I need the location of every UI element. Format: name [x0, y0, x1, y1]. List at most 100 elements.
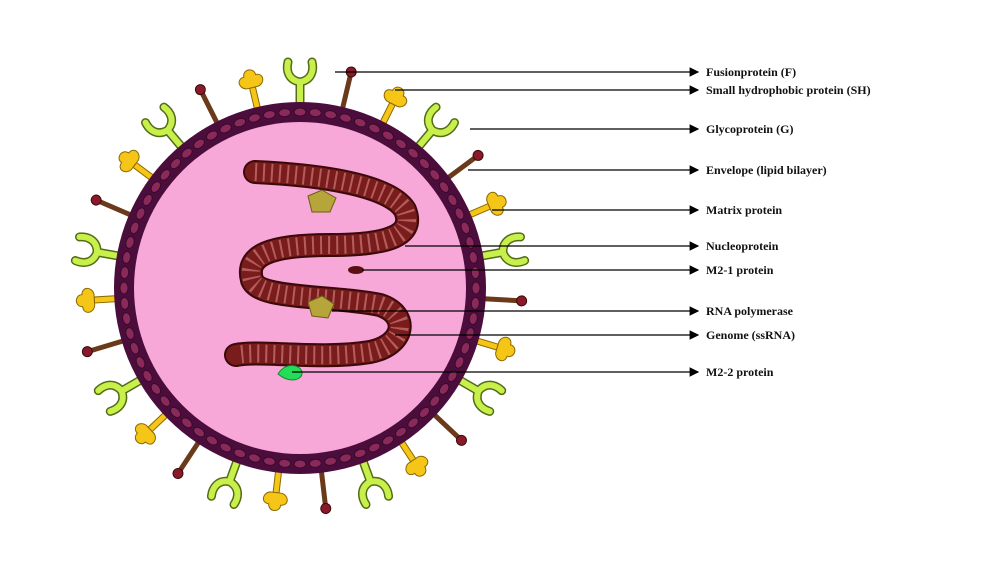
matrix-protein-bead — [181, 417, 193, 429]
matrix-protein-bead — [381, 130, 395, 141]
m2-1-protein — [348, 266, 364, 274]
fusion-protein-spike — [454, 375, 507, 416]
matrix-protein-bead — [129, 341, 140, 355]
matrix-protein-bead — [395, 426, 407, 438]
label-nucleoprotein: Nucleoprotein — [706, 239, 779, 253]
matrix-protein-bead — [429, 169, 441, 181]
glyco-protein-spike — [379, 86, 408, 126]
matrix-protein-bead — [159, 395, 171, 407]
matrix-protein-bead — [205, 130, 219, 141]
matrix-protein-bead — [468, 250, 478, 264]
matrix-protein-bead — [395, 138, 407, 150]
sh-protein-spike — [483, 295, 528, 307]
matrix-protein-bead — [122, 250, 132, 264]
matrix-protein-bead — [339, 453, 352, 463]
label-glycoprotein-g: Glycoprotein (G) — [706, 122, 794, 136]
matrix-protein-bead — [447, 369, 458, 383]
matrix-protein-bead — [278, 108, 292, 118]
matrix-protein-bead — [465, 236, 475, 249]
matrix-protein-bead — [353, 448, 367, 459]
fusion-protein-spike — [70, 232, 124, 267]
matrix-protein-bead — [150, 383, 162, 395]
label-genome-ssrna: Genome (ssRNA) — [706, 328, 795, 342]
matrix-protein-bead — [159, 169, 171, 181]
sh-protein-spike — [194, 84, 220, 125]
matrix-protein-bead — [193, 138, 205, 150]
matrix-protein-bead — [418, 406, 431, 419]
matrix-protein-bead — [454, 356, 465, 369]
matrix-protein-bead — [460, 341, 471, 355]
label-envelope-lipid-bilayer: Envelope (lipid bilayer) — [706, 163, 827, 177]
matrix-protein-bead — [293, 459, 307, 469]
matrix-protein-bead — [150, 181, 162, 193]
glyco-protein-spike — [134, 411, 169, 445]
matrix-protein-bead — [135, 207, 146, 220]
matrix-protein-bead — [262, 456, 276, 466]
label-small-hydrophobic-protein-sh: Small hydrophobic protein (SH) — [706, 83, 871, 97]
fusion-protein-spike — [476, 232, 530, 267]
matrix-protein-bead — [438, 383, 450, 395]
sh-protein-spike — [446, 149, 484, 181]
matrix-protein-bead — [193, 426, 205, 438]
label-m2-2-protein: M2-2 protein — [706, 365, 774, 379]
matrix-protein-bead — [135, 356, 146, 369]
sh-protein-spike — [318, 470, 332, 514]
matrix-protein-bead — [278, 458, 292, 468]
matrix-protein-bead — [219, 442, 232, 453]
sh-protein-spike — [432, 412, 467, 446]
fusion-protein-spike — [358, 456, 394, 509]
label-m2-1-protein: M2-1 protein — [706, 263, 774, 277]
matrix-protein-bead — [324, 456, 338, 466]
matrix-protein-bead — [293, 107, 307, 117]
matrix-protein-bead — [125, 327, 135, 340]
matrix-protein-bead — [122, 312, 132, 326]
matrix-protein-bead — [119, 281, 129, 295]
matrix-protein-bead — [468, 312, 478, 326]
glyco-protein-spike — [262, 469, 288, 511]
label-fusionprotein-f: Fusionprotein (F) — [706, 65, 797, 79]
matrix-protein-bead — [142, 369, 153, 383]
matrix-protein-bead — [418, 157, 431, 170]
matrix-protein-bead — [447, 193, 458, 207]
rna-polymerase-upper — [307, 189, 337, 213]
matrix-protein-bead — [248, 113, 261, 123]
matrix-protein-bead — [438, 181, 450, 193]
fusion-protein-spike — [93, 375, 146, 416]
matrix-protein-bead — [125, 236, 135, 249]
matrix-protein-bead — [233, 448, 247, 459]
matrix-protein-bead — [368, 442, 381, 453]
matrix-protein-bead — [353, 117, 367, 128]
matrix-protein-bead — [324, 110, 338, 120]
matrix-protein-bead — [470, 296, 480, 310]
glyco-protein-spike — [118, 149, 155, 182]
matrix-protein-bead — [233, 117, 247, 128]
matrix-protein-bead — [454, 207, 465, 220]
matrix-protein-bead — [407, 417, 419, 429]
matrix-protein-bead — [169, 406, 182, 419]
surface-proteins — [70, 57, 530, 514]
glyco-protein-spike — [238, 69, 264, 111]
label-rna-polymerase: RNA polymerase — [706, 304, 793, 318]
matrix-protein-bead — [429, 395, 441, 407]
matrix-protein-bead — [248, 453, 261, 463]
matrix-protein-layer — [119, 107, 481, 469]
matrix-protein-bead — [169, 157, 182, 170]
matrix-protein-bead — [120, 266, 130, 280]
fusion-protein-spike — [206, 456, 242, 509]
genome-ssrna — [224, 160, 419, 368]
matrix-protein-bead — [181, 147, 193, 159]
matrix-protein-bead — [219, 123, 232, 134]
matrix-protein-bead — [407, 147, 419, 159]
matrix-protein-bead — [471, 281, 481, 295]
rna-polymerase — [307, 295, 335, 319]
glyco-protein-spike — [397, 439, 429, 477]
matrix-protein-bead — [308, 458, 322, 468]
fusion-protein-spike — [413, 102, 459, 152]
label-leader-lines — [292, 67, 700, 377]
matrix-protein-bead — [205, 435, 219, 446]
matrix-protein-bead — [262, 110, 276, 120]
matrix-protein-bead — [129, 221, 140, 235]
matrix-protein-bead — [339, 113, 352, 123]
glyco-protein-spike — [474, 336, 516, 362]
